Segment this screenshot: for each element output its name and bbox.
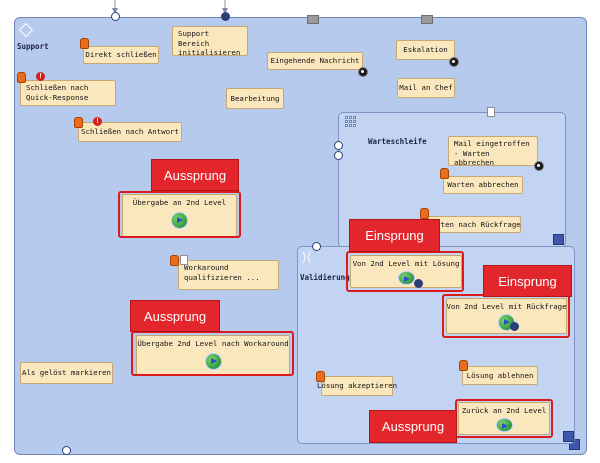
node-uebergabe-2nd[interactable]: Übergabe an 2nd Level [122,194,237,238]
node-mail-eingetroffen[interactable]: Mail eingetroffen - Warten abbrechen [448,136,538,167]
subprocess-arrow-icon [204,352,222,370]
support-lane-title: Support [17,42,49,51]
manual-task-hand-icon [74,117,83,128]
lane-resize-handle[interactable] [553,234,564,245]
connector-dot[interactable] [221,12,230,21]
manual-task-hand-icon [440,168,449,179]
mail-envelope-icon [421,15,433,24]
gear-icon [449,57,459,67]
tag-aussprung: Aussprung [130,300,220,332]
node-von-2nd-rueckfrage-label: Von 2nd Level mit Rückfrage [446,302,567,311]
gear-icon [358,67,368,77]
node-direkt-schliessen[interactable]: Direkt schließen [83,46,159,64]
node-schliessen-quick[interactable]: Schließen nach Quick-Response [20,80,116,106]
highlight-frame [131,331,294,376]
message-doc-icon [487,107,495,117]
node-uebergabe-workaround-label: Übergabe 2nd Level nach Workaround [137,339,289,348]
connector-dot[interactable] [62,446,71,455]
node-loesung-ablehnen[interactable]: Lösung ablehnen [462,366,538,385]
connector-dot[interactable] [334,151,343,160]
node-zurueck-2nd[interactable]: Zurück an 2nd Level [458,402,550,435]
subprocess-arrow-icon [397,270,415,285]
end-event-icon [510,322,519,331]
mail-envelope-icon [307,15,319,24]
highlight-frame [346,251,464,292]
end-event-icon [414,279,423,288]
warteschleife-lane-title: Warteschleife [368,137,427,146]
manual-task-hand-icon [420,208,429,219]
highlight-frame [442,294,570,338]
node-support-init[interactable]: Support Bereich initialisieren [172,26,248,57]
highlight-frame [118,191,241,238]
validierung-lane-title: Validierung [300,273,350,282]
node-warten-rueckfrage[interactable]: Warten nach Rückfrage [427,216,521,233]
node-workaround[interactable]: Workaround qualifizieren ... [178,260,279,290]
tag-aussprung: Aussprung [369,410,457,443]
node-bearbeitung[interactable]: Bearbeitung [226,88,284,109]
manual-task-hand-icon [17,72,26,83]
alert-icon: ! [36,72,45,81]
node-uebergabe-workaround[interactable]: Übergabe 2nd Level nach Workaround [136,335,290,375]
node-eingehende-nachricht[interactable]: Eingehende Nachricht [267,52,363,70]
form-doc-icon [180,255,188,265]
tag-aussprung: Aussprung [151,159,239,191]
node-eskalation[interactable]: Eskalation [396,40,455,60]
manual-task-hand-icon [80,38,89,49]
node-loesung-akzeptieren[interactable]: Lösung akzeptieren [317,376,397,396]
manual-task-hand-icon [459,360,468,371]
node-zurueck-2nd-label: Zurück an 2nd Level [461,406,547,415]
subprocess-arrow-icon [171,211,188,229]
node-mail-an-chef[interactable]: Mail an Chef [397,78,455,98]
node-von-2nd-loesung[interactable]: Von 2nd Level mit Lösung [350,255,462,288]
connector-dot[interactable] [111,12,120,21]
tag-einsprung: Einsprung [349,219,440,252]
merge-arrows-icon: ⟩⟨ [302,250,312,264]
lane-resize-handle[interactable] [563,431,574,442]
subprocess-arrow-icon [495,417,513,432]
node-warten-abbrechen[interactable]: Warten abbrechen [443,176,523,194]
manual-task-hand-icon [316,371,325,382]
alert-icon: ! [93,117,102,126]
grid-icon [345,116,356,127]
gear-icon [534,161,544,171]
tag-einsprung: Einsprung [483,265,572,297]
manual-task-hand-icon [170,255,179,266]
node-von-2nd-loesung-label: Von 2nd Level mit Lösung [352,259,460,268]
highlight-frame [455,399,553,438]
connector-dot[interactable] [312,242,321,251]
node-uebergabe-2nd-label: Übergabe an 2nd Level [132,198,227,207]
node-schliessen-antwort[interactable]: Schließen nach Antwort [78,122,182,142]
node-als-geloest[interactable]: Als gelöst markieren [20,362,113,384]
connector-dot[interactable] [334,141,343,150]
